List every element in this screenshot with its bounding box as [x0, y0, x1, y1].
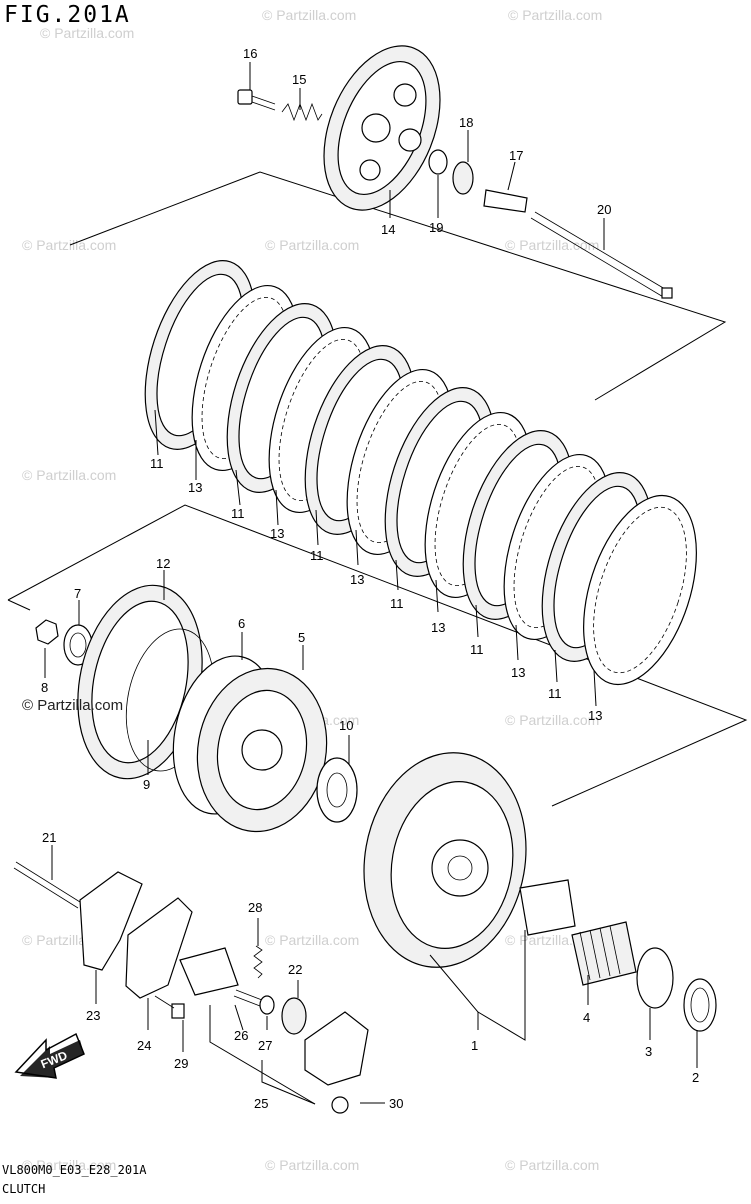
watermark: © Partzilla.com	[505, 1157, 599, 1173]
callout: 30	[389, 1096, 403, 1111]
callout: 2	[692, 1070, 699, 1085]
callout: 21	[42, 830, 56, 845]
callout: 16	[243, 46, 257, 61]
pressure-plate	[323, 45, 441, 211]
primary-driven-gear	[363, 752, 527, 968]
watermark: © Partzilla.com	[22, 1157, 116, 1173]
callout: 13	[188, 480, 202, 495]
thrust-washer	[316, 757, 358, 823]
bolt-head	[331, 1096, 349, 1114]
callout: 12	[156, 556, 170, 571]
callout: 11	[150, 456, 164, 471]
figure-title: FIG.201A	[4, 2, 131, 28]
callout: 13	[431, 620, 445, 635]
watermark: © Partzilla.com	[505, 237, 599, 253]
callout: 5	[298, 630, 305, 645]
callout: 18	[459, 115, 473, 130]
watermark: © Partzilla.com	[262, 7, 356, 23]
clutch-spring	[281, 102, 323, 122]
callout: 27	[258, 1038, 272, 1053]
nut	[35, 619, 59, 645]
return-spring	[253, 945, 263, 979]
callout: 7	[74, 586, 81, 601]
watermark: © Partzilla.com	[40, 25, 134, 41]
callout: 3	[645, 1044, 652, 1059]
bolt	[171, 1003, 185, 1019]
callout: 26	[234, 1028, 248, 1043]
figure-code: VL800M0_E03_E28_201A	[2, 1163, 147, 1177]
thrust-bearing	[452, 161, 474, 195]
plate-stack-frame	[69, 171, 727, 401]
figure-caption: CLUTCH	[2, 1182, 46, 1196]
callout: 6	[238, 616, 245, 631]
watermark: © Partzilla.com	[265, 237, 359, 253]
watermark: © Partzilla.com	[265, 1157, 359, 1173]
callout: 10	[339, 718, 353, 733]
callout: 17	[509, 148, 523, 163]
needle-bearing	[571, 921, 637, 986]
watermark: © Partzilla.com	[22, 467, 116, 483]
watermark-dark: © Partzilla.com	[22, 697, 124, 714]
bolt	[233, 989, 263, 1007]
callout: 11	[548, 686, 562, 701]
callout: 24	[137, 1038, 151, 1053]
forward-arrow-icon: FWD	[14, 1032, 85, 1079]
callout: 19	[429, 220, 443, 235]
callout: 20	[597, 202, 611, 217]
push-rod	[13, 861, 81, 909]
callout: 11	[390, 596, 404, 611]
watermark: © Partzilla.com	[505, 712, 599, 728]
washer	[259, 995, 275, 1015]
callout: 13	[270, 526, 284, 541]
callout: 29	[174, 1056, 188, 1071]
frame-line	[7, 599, 31, 611]
retaining-ring	[683, 978, 717, 1032]
release-bracket	[79, 871, 143, 971]
callout: 11	[231, 506, 245, 521]
thrust-washer	[636, 947, 674, 1009]
callout: 22	[288, 962, 302, 977]
callout: 15	[292, 72, 306, 87]
callout: 11	[310, 548, 324, 563]
plate-stack	[144, 260, 697, 686]
spacer	[519, 879, 576, 936]
release-cam	[179, 947, 239, 996]
callout: 11	[470, 642, 484, 657]
callout: 13	[350, 572, 364, 587]
callout-labels: 16 15 14 18 19 17 20 11 13 11 13 11 13 1…	[41, 46, 699, 1111]
callout: 28	[248, 900, 262, 915]
callout: 8	[41, 680, 48, 695]
watermark: © Partzilla.com	[508, 7, 602, 23]
callout: 9	[143, 777, 150, 792]
friction-plate-outer	[77, 584, 203, 780]
bolt	[237, 89, 276, 111]
callout: 13	[588, 708, 602, 723]
steel-plate	[583, 494, 697, 686]
callout: 25	[254, 1096, 268, 1111]
watermark: © Partzilla.com	[22, 237, 116, 253]
washer	[428, 149, 448, 175]
leader-lines	[44, 62, 698, 1105]
callout: 13	[511, 665, 525, 680]
clutch-sleeve-hub	[196, 667, 328, 833]
release-rod-long	[530, 211, 671, 299]
release-cover	[304, 1011, 369, 1086]
clutch-assembly-frame	[7, 504, 748, 807]
release-rod-short	[483, 189, 528, 213]
callout: 1	[471, 1038, 478, 1053]
callout: 14	[381, 222, 395, 237]
callout: 4	[583, 1010, 590, 1025]
gasket	[125, 897, 193, 999]
callout: 23	[86, 1008, 100, 1023]
bearing	[281, 997, 307, 1035]
rod-end	[661, 287, 673, 299]
watermark: © Partzilla.com	[265, 932, 359, 948]
